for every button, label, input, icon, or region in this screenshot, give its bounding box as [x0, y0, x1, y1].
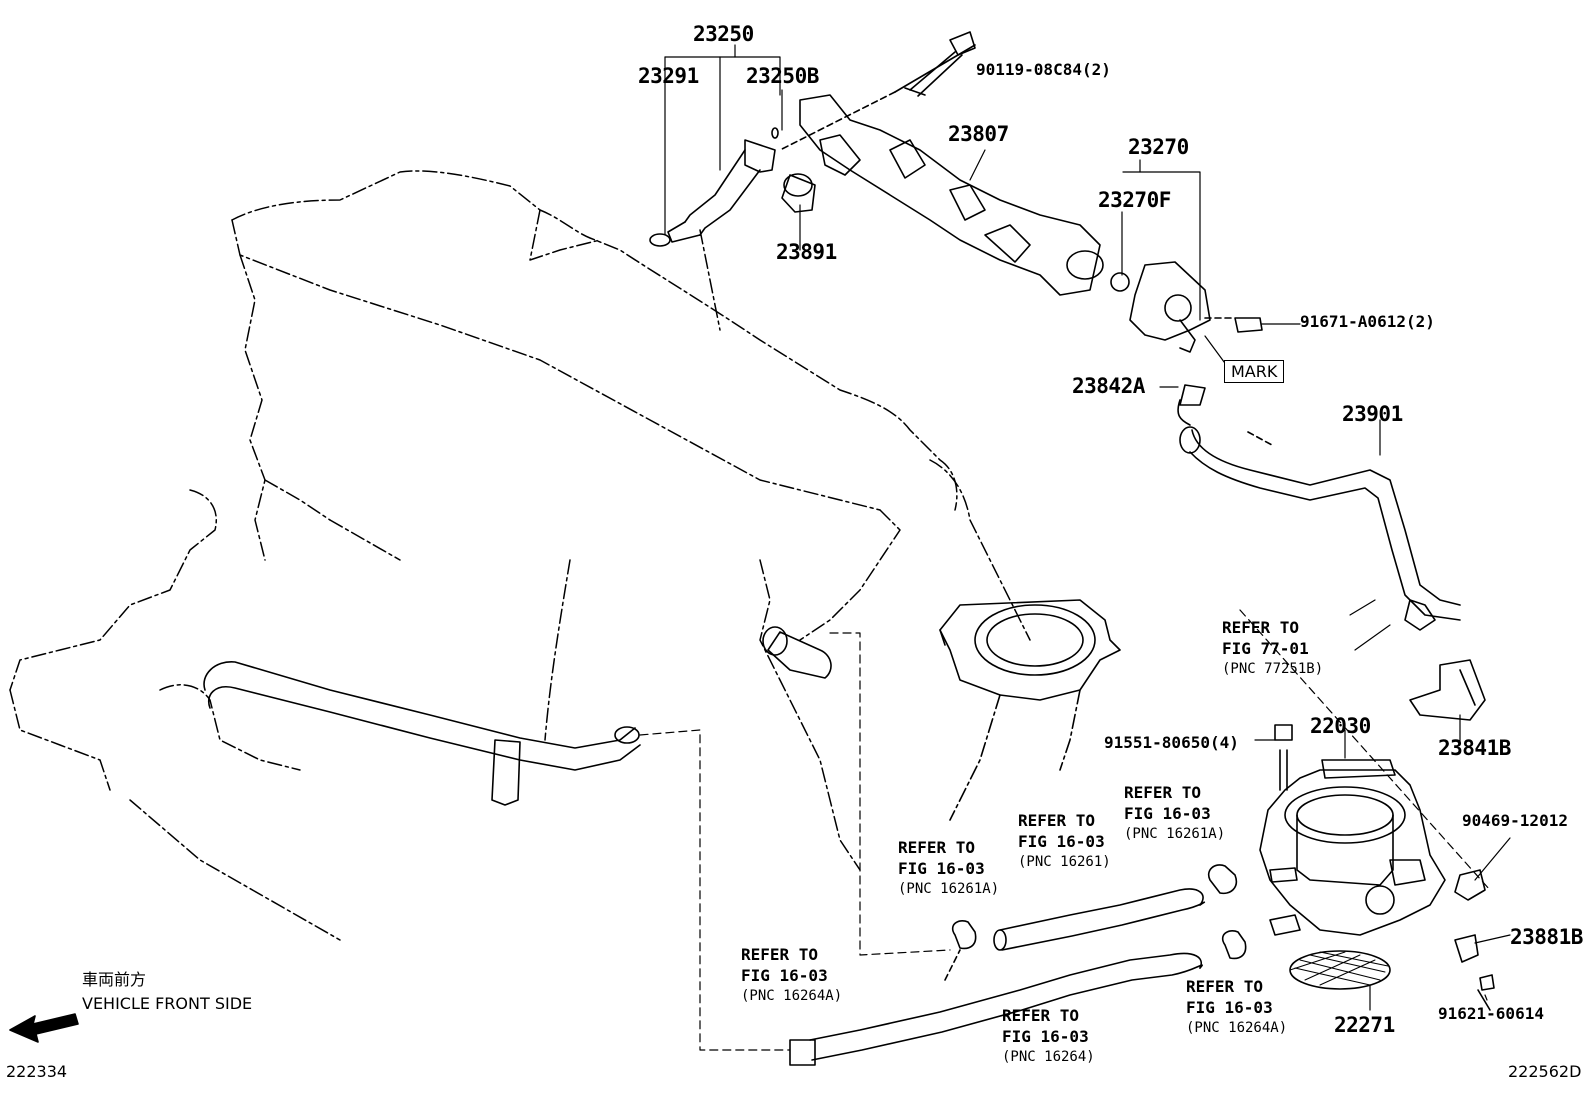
refer-pnc: (PNC 16261A) [1124, 826, 1226, 842]
refer-line2: FIG 16-03 [898, 859, 985, 878]
illustration-code-right: 222562D [1508, 1062, 1582, 1081]
refer-line1: REFER TO [1186, 977, 1264, 996]
refer-line1: REFER TO [1222, 618, 1300, 637]
refer-line2: FIG 16-03 [1002, 1027, 1089, 1046]
label-23270F: 23270F [1098, 188, 1171, 212]
refer-note: REFER TO FIG 77-01 (PNC 77251B) [1222, 617, 1323, 680]
label-23291: 23291 [638, 64, 699, 88]
clamp-parts [953, 865, 1494, 1010]
refer-note: REFER TO FIG 16-03 (PNC 16261A) [1124, 782, 1225, 845]
refer-note: REFER TO FIG 16-03 (PNC 16264A) [1186, 976, 1287, 1039]
refer-note: REFER TO FIG 16-03 (PNC 16264A) [741, 944, 842, 1007]
pulsation-damper [1111, 262, 1262, 352]
label-23842A: 23842A [1072, 374, 1145, 398]
engine-outline [10, 171, 1030, 940]
refer-line2: FIG 16-03 [741, 966, 828, 985]
refer-line1: REFER TO [1124, 783, 1202, 802]
refer-note: REFER TO FIG 16-03 (PNC 16261) [1018, 810, 1111, 873]
intake-flange [940, 600, 1120, 820]
label-91551: 91551-80650(4) [1104, 733, 1239, 752]
gasket-22271 [1290, 951, 1390, 989]
label-23901: 23901 [1342, 402, 1403, 426]
refer-pnc: (PNC 16261A) [898, 881, 1000, 897]
refer-line1: REFER TO [741, 945, 819, 964]
refer-note: REFER TO FIG 16-03 (PNC 16261A) [898, 837, 999, 900]
label-23841B: 23841B [1438, 736, 1511, 760]
refer-line2: FIG 16-03 [1018, 832, 1105, 851]
vehicle-front-arrow [10, 1014, 78, 1042]
leader-lines [665, 45, 1510, 1010]
refer-line2: FIG 77-01 [1222, 639, 1309, 658]
bolt-90119 [905, 32, 975, 96]
refer-pnc: (PNC 16264A) [741, 988, 843, 1004]
label-22271: 22271 [1334, 1013, 1395, 1037]
vehicle-front-en: VEHICLE FRONT SIDE [82, 994, 253, 1013]
refer-line1: REFER TO [898, 838, 976, 857]
label-23807: 23807 [948, 122, 1009, 146]
refer-pnc: (PNC 16264) [1002, 1049, 1095, 1065]
refer-pnc: (PNC 77251B) [1222, 661, 1324, 677]
refer-line1: REFER TO [1002, 1006, 1080, 1025]
label-22030: 22030 [1310, 714, 1371, 738]
label-23891: 23891 [776, 240, 837, 264]
refer-note: REFER TO FIG 16-03 (PNC 16264) [1002, 1005, 1095, 1068]
label-23881B: 23881B [1510, 925, 1583, 949]
fuel-injector [650, 128, 778, 246]
mark-callout: MARK [1224, 360, 1285, 383]
label-91671: 91671-A0612(2) [1300, 312, 1435, 331]
throttle-body [1240, 610, 1490, 935]
clip-23841B [1410, 660, 1485, 720]
label-23250B: 23250B [746, 64, 819, 88]
label-90469: 90469-12012 [1462, 811, 1568, 830]
refer-pnc: (PNC 16261) [1018, 854, 1111, 870]
illustration-code-left: 222334 [6, 1062, 68, 1081]
refer-line2: FIG 16-03 [1124, 804, 1211, 823]
refer-line2: FIG 16-03 [1186, 998, 1273, 1017]
left-water-pipe [204, 662, 790, 1050]
fuel-hose-23901 [1178, 385, 1460, 630]
refer-pnc: (PNC 16264A) [1186, 1020, 1288, 1036]
label-90119: 90119-08C84(2) [976, 60, 1111, 79]
label-91621: 91621-60614 [1438, 1004, 1544, 1023]
water-hoses [790, 889, 1204, 1065]
refer-line1: REFER TO [1018, 811, 1096, 830]
intake-hose-stub [763, 627, 950, 955]
label-23250: 23250 [693, 22, 754, 46]
label-23270: 23270 [1128, 135, 1189, 159]
vehicle-front-jp: 車両前方 [82, 970, 147, 989]
